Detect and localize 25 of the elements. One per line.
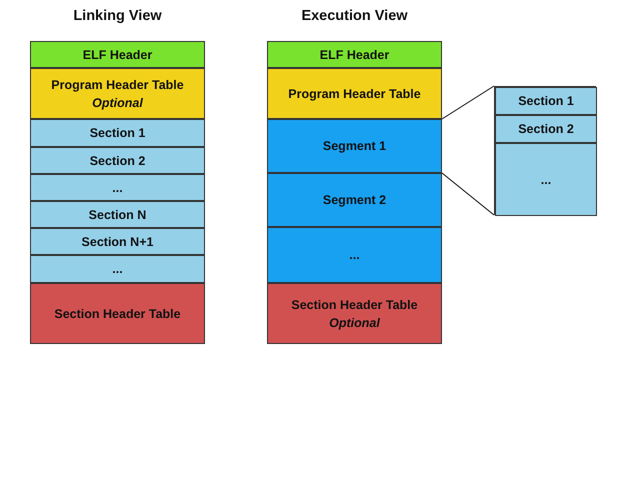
segment-block: Segment 1 bbox=[267, 119, 442, 173]
section-block: ... bbox=[30, 255, 205, 283]
leader-line bbox=[442, 86, 494, 120]
section-block: Section 2 bbox=[30, 147, 205, 174]
note-text: Optional bbox=[329, 316, 380, 330]
section-block: Section N+1 bbox=[30, 228, 205, 255]
section-block: Section N bbox=[30, 201, 205, 228]
column-heading: Linking View bbox=[72, 8, 163, 24]
section-header-block: Section Header Table bbox=[30, 283, 205, 344]
section-block: Section 2 bbox=[495, 115, 597, 143]
segment-block: Segment 2 bbox=[267, 173, 442, 227]
leader-line bbox=[442, 172, 494, 216]
elf-header-block: ELF Header bbox=[267, 41, 442, 68]
section-block: ... bbox=[495, 143, 597, 216]
section-block: Section 1 bbox=[30, 119, 205, 147]
note-text: Optional bbox=[92, 96, 143, 110]
elf-header-block: ELF Header bbox=[30, 41, 205, 68]
block-title: Program Header Table bbox=[51, 78, 184, 92]
section-block: Section 1 bbox=[495, 87, 597, 115]
column-heading: Execution View bbox=[300, 8, 409, 24]
section-block: ... bbox=[30, 174, 205, 201]
block-title: Section Header Table bbox=[291, 298, 418, 312]
segment-block: ... bbox=[267, 227, 442, 283]
program-header-block: Program Header Table bbox=[267, 68, 442, 119]
expanded-segment-box bbox=[494, 86, 596, 215]
